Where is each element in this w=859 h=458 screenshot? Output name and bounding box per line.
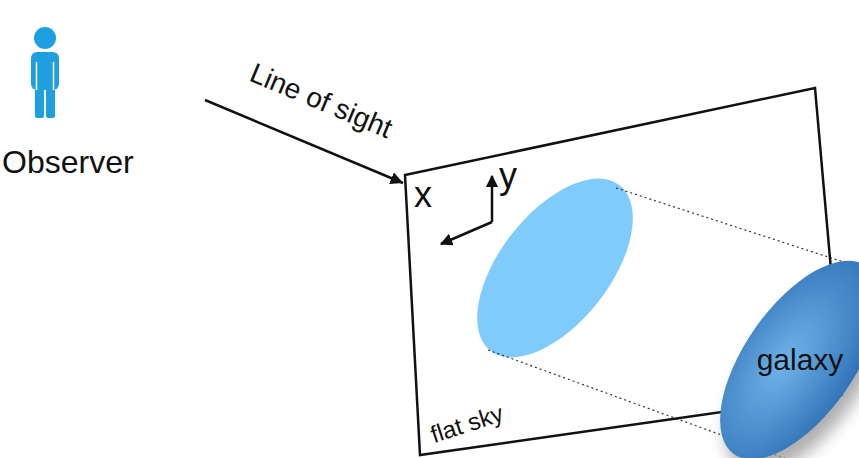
x-axis-arrow [441,222,492,244]
person-body [31,52,59,90]
axis-label: y [499,158,517,194]
person-leg [35,86,44,118]
projected-ellipse [447,151,663,384]
galaxy-body [689,234,859,458]
edge-label: Line of sight [246,59,396,143]
axis-label: x [414,177,432,213]
person-arm-gap [53,62,55,90]
y-axis-arrow [491,176,494,222]
plane-label: flat sky [428,401,506,447]
galaxy-ellipse: galaxy [690,250,859,458]
projection-line [616,188,859,268]
person-icon [31,27,59,118]
observer-figure: Observer [0,0,205,190]
galaxy-label: galaxy [757,345,844,375]
person-leg [46,86,55,118]
person-head [34,27,56,49]
person-arm-gap [36,62,38,90]
observer-label: Observer [2,146,134,178]
